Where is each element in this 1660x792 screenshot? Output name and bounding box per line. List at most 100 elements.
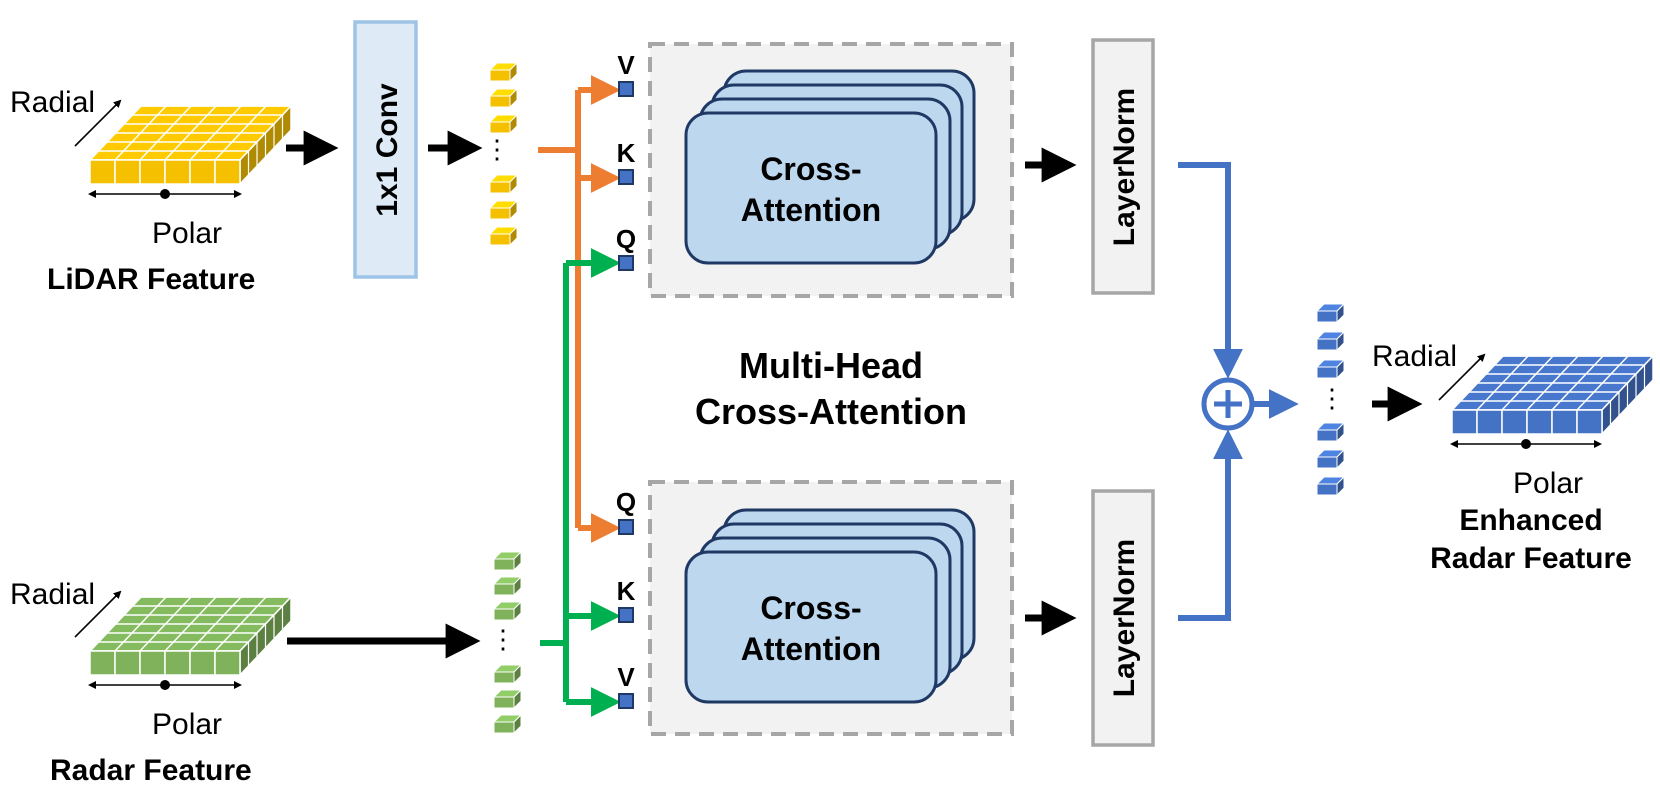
top-q-port [618, 255, 634, 271]
token-cube-side [509, 87, 518, 109]
token-cube-front [493, 671, 515, 684]
grid-cell [214, 650, 241, 676]
token-cube-front [1316, 310, 1338, 323]
token-cube-side [509, 199, 518, 221]
top-k-port [618, 169, 634, 185]
token-cube-side [509, 225, 518, 247]
layernorm-top-label: LayerNorm [1108, 88, 1141, 246]
bottom-q-label: Q [616, 487, 636, 517]
lidar-token-ellipsis: ⋮ [484, 134, 510, 164]
grid-cell [1526, 409, 1553, 435]
lidar-polar-dot [160, 189, 170, 199]
conv-box [353, 20, 418, 279]
attention-card-front [684, 550, 938, 704]
grid-cell [189, 650, 216, 676]
grid-cell [1476, 409, 1503, 435]
token-cube-front [1316, 366, 1338, 379]
lidar-token-stack [488, 61, 519, 247]
token-cube-side [1336, 475, 1345, 497]
grid-cell [189, 159, 216, 185]
grid-cell [1551, 409, 1578, 435]
bottom-k-port [618, 607, 634, 623]
blue-routing [1178, 162, 1299, 621]
grid-cell [89, 650, 116, 676]
token-cube-side [1336, 448, 1345, 470]
token-cube-side [509, 113, 518, 135]
radar-feature-grid [88, 595, 293, 677]
token-cube-side [1336, 302, 1345, 324]
enhanced-polar-label: Polar [1513, 467, 1583, 500]
enhanced-radial-arrow [1438, 353, 1486, 401]
token-cube-front [493, 608, 515, 621]
mhca-title-2: Cross-Attention [695, 391, 967, 432]
grid-cell [139, 159, 166, 185]
bottom-k-label: K [617, 576, 636, 606]
lidar-polar-label: Polar [152, 217, 222, 250]
grid-cell [114, 159, 141, 185]
lidar-feature-grid [88, 104, 293, 186]
token-cube-side [513, 600, 522, 622]
token-cube-side [509, 61, 518, 83]
radar-polar-dot [160, 680, 170, 690]
grid-cell [89, 159, 116, 185]
token-cube-front [489, 121, 511, 134]
radar-radial-arrow [74, 590, 122, 638]
top-v-label: V [617, 50, 635, 80]
enhanced-feature-title-1: Enhanced [1459, 504, 1602, 537]
orange-routing [538, 75, 621, 543]
token-cube-side [513, 575, 522, 597]
enhanced-radial-label: Radial [1372, 340, 1457, 373]
token-cube-side [1336, 358, 1345, 380]
attention-card-front [684, 111, 938, 265]
token-cube-front [493, 721, 515, 734]
token-cube-side [513, 688, 522, 710]
bottom-q-port [618, 519, 634, 535]
token-cube-side [513, 663, 522, 685]
grid-cell [1501, 409, 1528, 435]
top-v-port [618, 81, 634, 97]
token-cube-front [489, 95, 511, 108]
radar-token-ellipsis: ⋮ [490, 624, 516, 654]
enhanced-token-ellipsis: ⋮ [1319, 383, 1345, 413]
bottom-attention-label-2: Attention [741, 631, 881, 667]
bottom-v-port [618, 693, 634, 709]
enhanced-feature-title-2: Radar Feature [1430, 542, 1632, 575]
token-cube-front [1316, 338, 1338, 351]
token-cube-front [1316, 483, 1338, 496]
bottom-attention-label-1: Cross- [760, 590, 861, 626]
token-cube-front [489, 207, 511, 220]
layernorm-top-box [1091, 38, 1155, 295]
token-cube-front [1316, 456, 1338, 469]
token-cube-side [1336, 330, 1345, 352]
token-cube-front [489, 181, 511, 194]
grid-cell [164, 159, 191, 185]
token-cube-front [493, 558, 515, 571]
grid-cell [214, 159, 241, 185]
token-cube-side [509, 173, 518, 195]
grid-cell [164, 650, 191, 676]
token-cube-side [1336, 421, 1345, 443]
bottom-v-label: V [617, 662, 635, 692]
top-attention-label-1: Cross- [760, 151, 861, 187]
grid-cell [139, 650, 166, 676]
token-cube-front [1316, 429, 1338, 442]
radar-radial-label: Radial [10, 578, 95, 611]
lidar-radial-arrow [74, 99, 122, 147]
radar-feature-title: Radar Feature [50, 754, 252, 787]
top-q-label: Q [616, 224, 636, 254]
grid-cell [1451, 409, 1478, 435]
lidar-feature-title: LiDAR Feature [47, 263, 255, 296]
top-k-label: K [617, 138, 636, 168]
layernorm-bottom-box [1091, 489, 1155, 747]
radar-token-stack [492, 550, 523, 735]
enhanced-polar-dot [1521, 439, 1531, 449]
grid-cell [114, 650, 141, 676]
token-cube-front [493, 583, 515, 596]
lidar-radial-label: Radial [10, 86, 95, 119]
conv-label: 1x1 Conv [371, 83, 404, 217]
token-cube-front [489, 233, 511, 246]
top-attention-label-2: Attention [741, 192, 881, 228]
token-cube-side [513, 713, 522, 735]
